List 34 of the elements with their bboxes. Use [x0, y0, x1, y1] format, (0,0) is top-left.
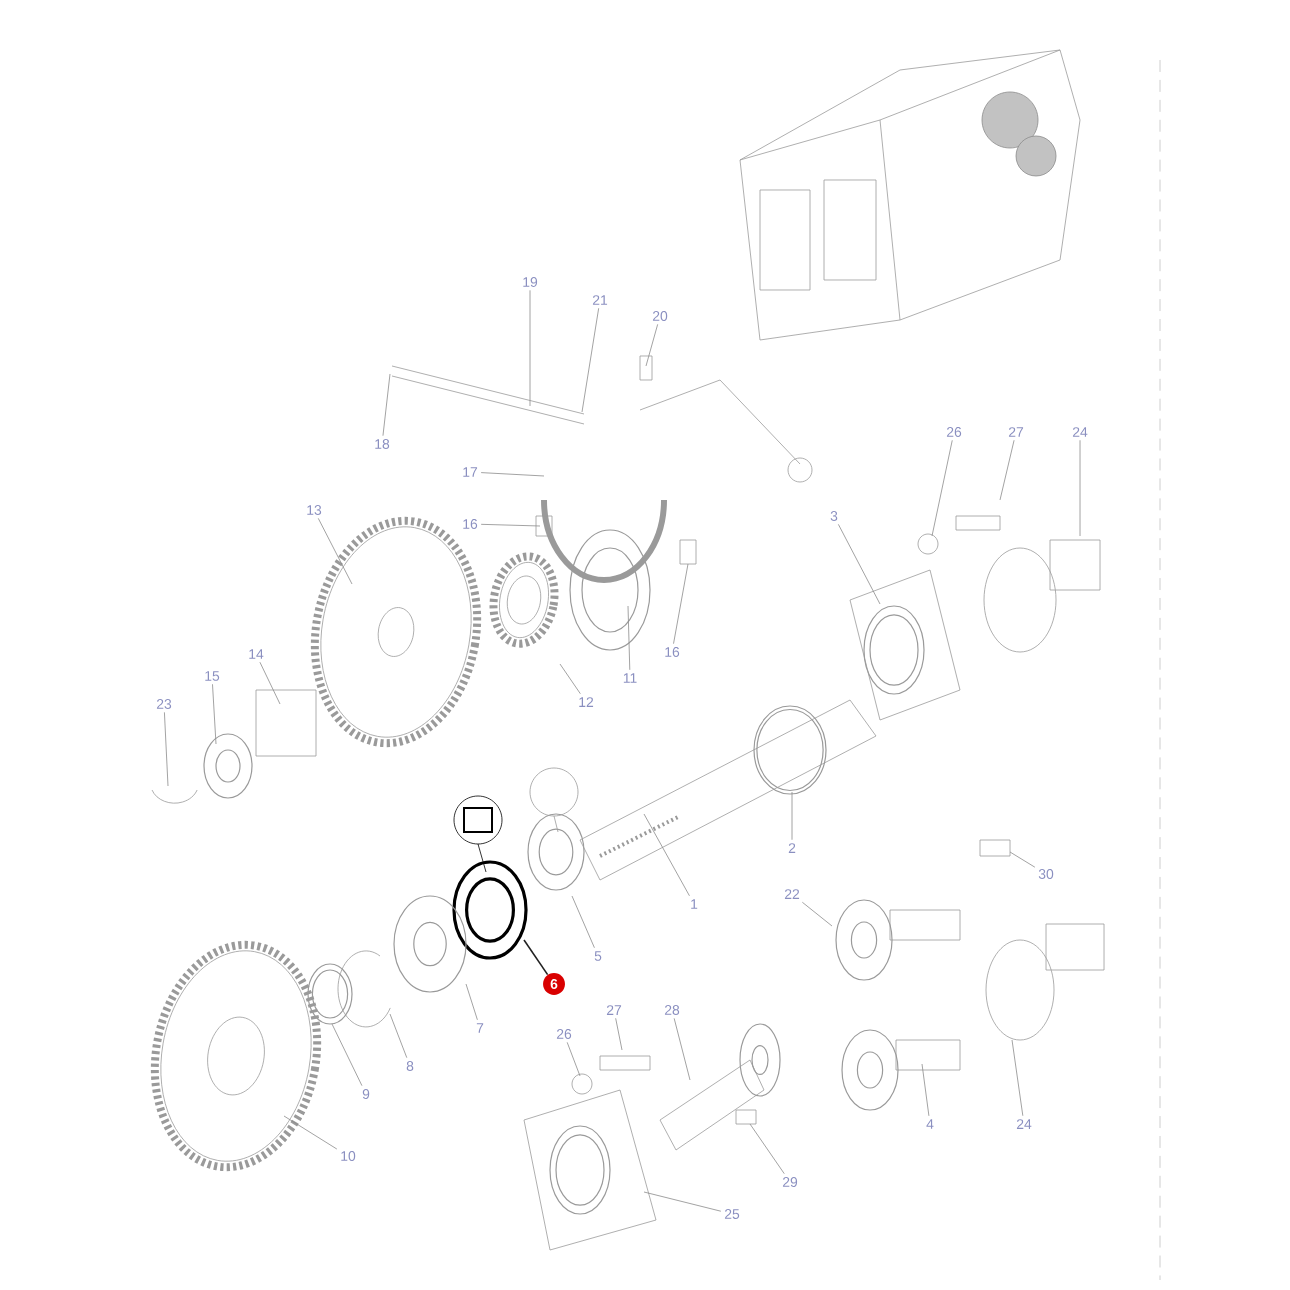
leader-line [566, 1041, 581, 1077]
leader-line [801, 901, 833, 927]
leader-line [581, 307, 600, 413]
leader-line [571, 895, 595, 949]
leader-line [523, 939, 549, 976]
leader-line [627, 605, 631, 671]
leader-line [999, 439, 1015, 501]
leader-line [259, 661, 281, 705]
leader-line [643, 1191, 722, 1212]
leader-line [615, 1017, 623, 1051]
leader-line [212, 683, 217, 745]
leader-line [791, 791, 793, 841]
leader-line [1009, 851, 1036, 868]
leader-line [673, 1017, 691, 1081]
leader-line [559, 663, 581, 695]
leader-line [645, 323, 659, 367]
leader-line [480, 472, 545, 477]
leader-line [389, 1013, 408, 1059]
leader-line [921, 1063, 930, 1117]
leader-line [749, 1123, 785, 1175]
leader-line [465, 983, 478, 1021]
leader-line [317, 517, 353, 585]
leader-line [164, 711, 169, 787]
leader-line [837, 523, 881, 605]
leader-line [1079, 439, 1081, 537]
leader-line [283, 1115, 338, 1150]
leader-line [931, 439, 953, 537]
leader-line [529, 289, 531, 407]
leader-line [1011, 1039, 1024, 1117]
leader-line [331, 1023, 363, 1087]
leader-line [480, 523, 541, 527]
leader-line [643, 813, 690, 897]
leader-line [673, 563, 689, 645]
leader-line [382, 373, 391, 437]
